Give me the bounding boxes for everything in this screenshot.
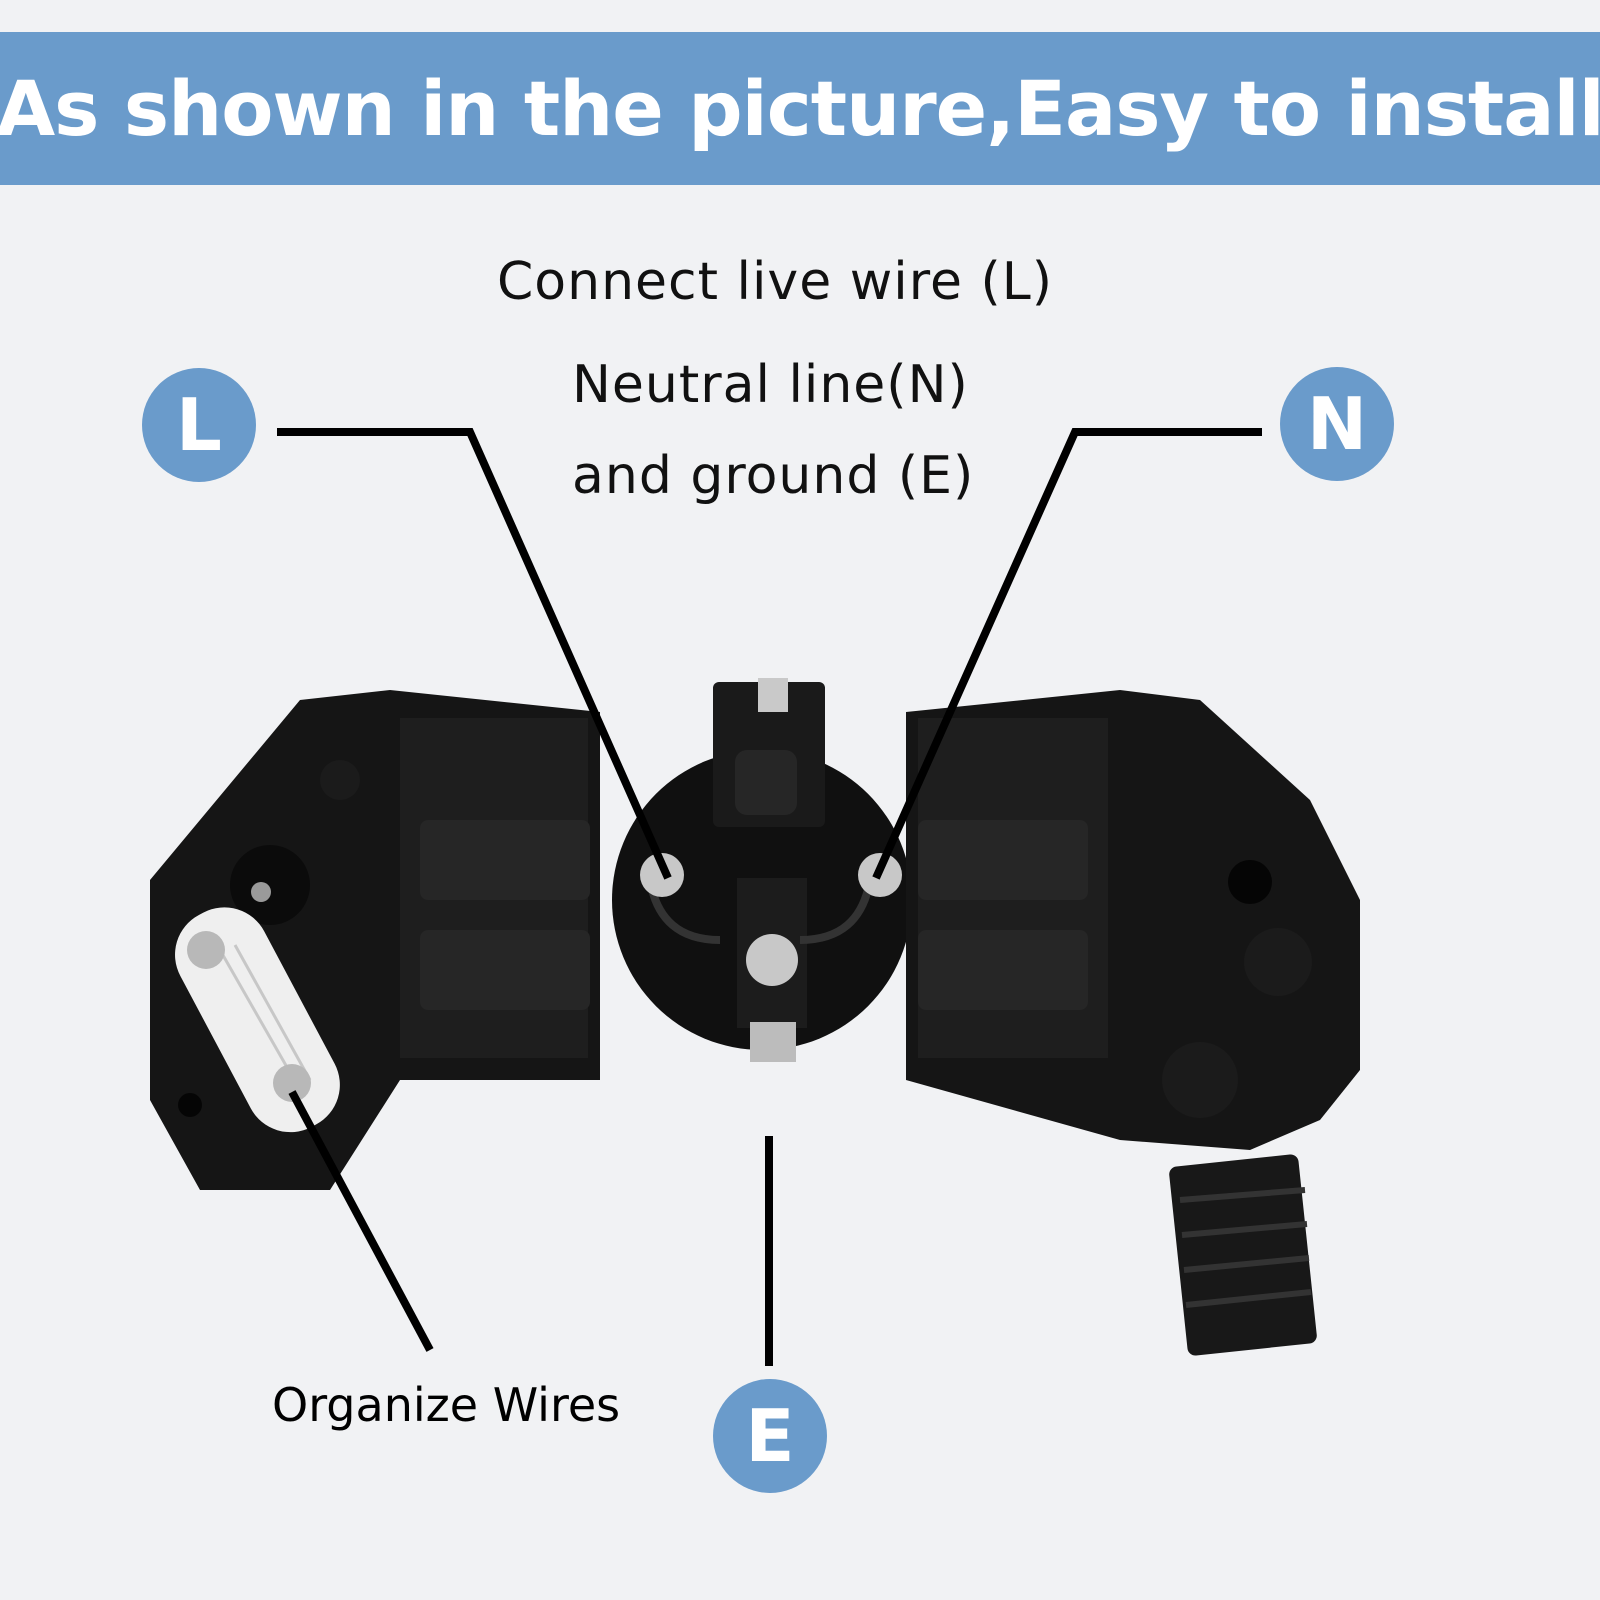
leader-line-organize — [288, 1090, 434, 1352]
cable-clamp — [175, 907, 340, 1133]
live-badge: L — [142, 368, 256, 482]
organize-wires-label: Organize Wires — [272, 1378, 621, 1432]
left-housing — [150, 690, 600, 1190]
right-housing — [906, 690, 1360, 1150]
instruction-line-live: Connect live wire (L) — [497, 252, 1054, 312]
leader-line-live — [277, 428, 672, 880]
clamp-screw-top-icon — [187, 931, 225, 969]
earth-terminal-screw-icon — [746, 934, 798, 986]
leader-line-neutral — [872, 428, 1262, 880]
strain-relief — [1169, 1154, 1317, 1356]
live-terminal-screw-icon — [640, 853, 684, 897]
clamp-screw-bottom-icon — [273, 1064, 311, 1102]
banner-title: As shown in the picture,Easy to install — [0, 64, 1600, 153]
instruction-line-ground: and ground (E) — [572, 446, 975, 506]
neutral-badge: N — [1280, 367, 1394, 481]
earth-badge: E — [713, 1379, 827, 1493]
center-plug-body — [612, 678, 912, 1062]
instruction-line-neutral: Neutral line(N) — [572, 355, 969, 415]
header-banner: As shown in the picture,Easy to install — [0, 32, 1600, 185]
